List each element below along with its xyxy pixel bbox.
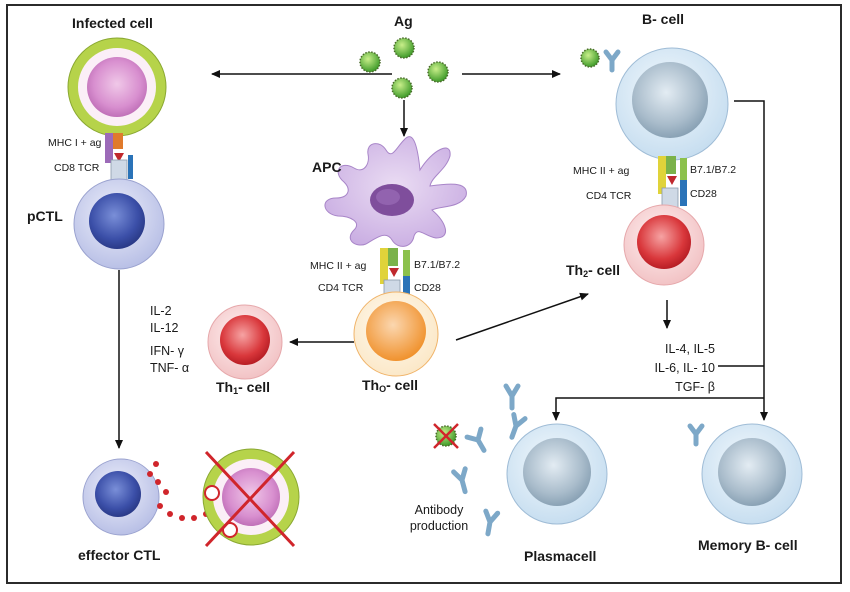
b-cell-label: B- cell xyxy=(642,11,685,27)
memory-b-cell xyxy=(687,423,803,525)
arrow-to-plasmacell xyxy=(552,397,764,421)
arrow-bcell-to-memory xyxy=(734,100,768,421)
cytokine-th2: TGF- β xyxy=(675,380,715,394)
mhc2-ag-left-label: MHC II + ag xyxy=(310,260,367,272)
cd8-tcr-label: CD8 TCR xyxy=(54,162,100,174)
plasmacell-label: Plasmacell xyxy=(524,548,597,564)
cytokine-th1: IFN- γ xyxy=(150,344,185,358)
th1-cytokine-list: IL-2 IL-12 IFN- γ TNF- α xyxy=(150,303,189,377)
apc-cell xyxy=(324,136,467,247)
th2-cell-label: Th2- cell xyxy=(566,262,621,279)
neutralized-antigen xyxy=(433,423,459,449)
th2-cell xyxy=(623,204,705,286)
th2-cytokine-list: IL-4, IL-5 IL-6, IL- 10 TGF- β xyxy=(629,340,715,397)
apc-label: APC xyxy=(312,159,342,175)
cytokine-th1: TNF- α xyxy=(150,361,190,375)
th1-cell xyxy=(207,304,283,380)
antibodies xyxy=(451,383,528,537)
cytokine-th1: IL-12 xyxy=(150,321,179,335)
infected-cell-label: Infected cell xyxy=(72,15,153,31)
mhc1-ag-label: MHC I + ag xyxy=(48,137,102,149)
ag-label: Ag xyxy=(394,13,413,29)
infected-cell xyxy=(67,37,167,137)
cd4-tcr-right-label: CD4 TCR xyxy=(586,190,632,202)
plasma-cell xyxy=(506,423,608,525)
cd4-tcr-left-label: CD4 TCR xyxy=(318,282,364,294)
effector-ctl-cell xyxy=(82,458,160,536)
effector-ctl-label: effector CTL xyxy=(78,547,161,563)
pctl-cell xyxy=(73,178,165,270)
cytokine-th2: IL-6, IL- 10 xyxy=(654,361,715,375)
killed-infected-cell xyxy=(202,448,300,548)
cytokine-th1: IL-2 xyxy=(150,304,172,318)
bcell-th2-receptor-complex xyxy=(658,156,687,209)
memory-b-cell-label: Memory B- cell xyxy=(698,537,798,553)
cd28-right-label: CD28 xyxy=(690,188,717,200)
th0-cell-label: ThO- cell xyxy=(362,377,419,394)
mhc1-tcr-complex xyxy=(105,133,133,181)
antigen-cluster xyxy=(359,37,449,99)
cd28-left-label: CD28 xyxy=(414,282,441,294)
antibody-production-label: Antibody production xyxy=(409,503,469,533)
arrow-th0-to-th2 xyxy=(455,292,589,341)
pctl-label: pCTL xyxy=(27,208,63,224)
cytokine-th2: IL-4, IL-5 xyxy=(664,342,715,356)
th1-cell-label: Th1- cell xyxy=(216,379,271,396)
figure-frame xyxy=(6,4,842,584)
b-cell xyxy=(580,47,729,161)
b7-right-label: B7.1/B7.2 xyxy=(690,164,737,176)
mhc2-ag-right-label: MHC II + ag xyxy=(573,165,630,177)
th0-cell xyxy=(353,291,439,377)
b7-left-label: B7.1/B7.2 xyxy=(414,259,461,271)
